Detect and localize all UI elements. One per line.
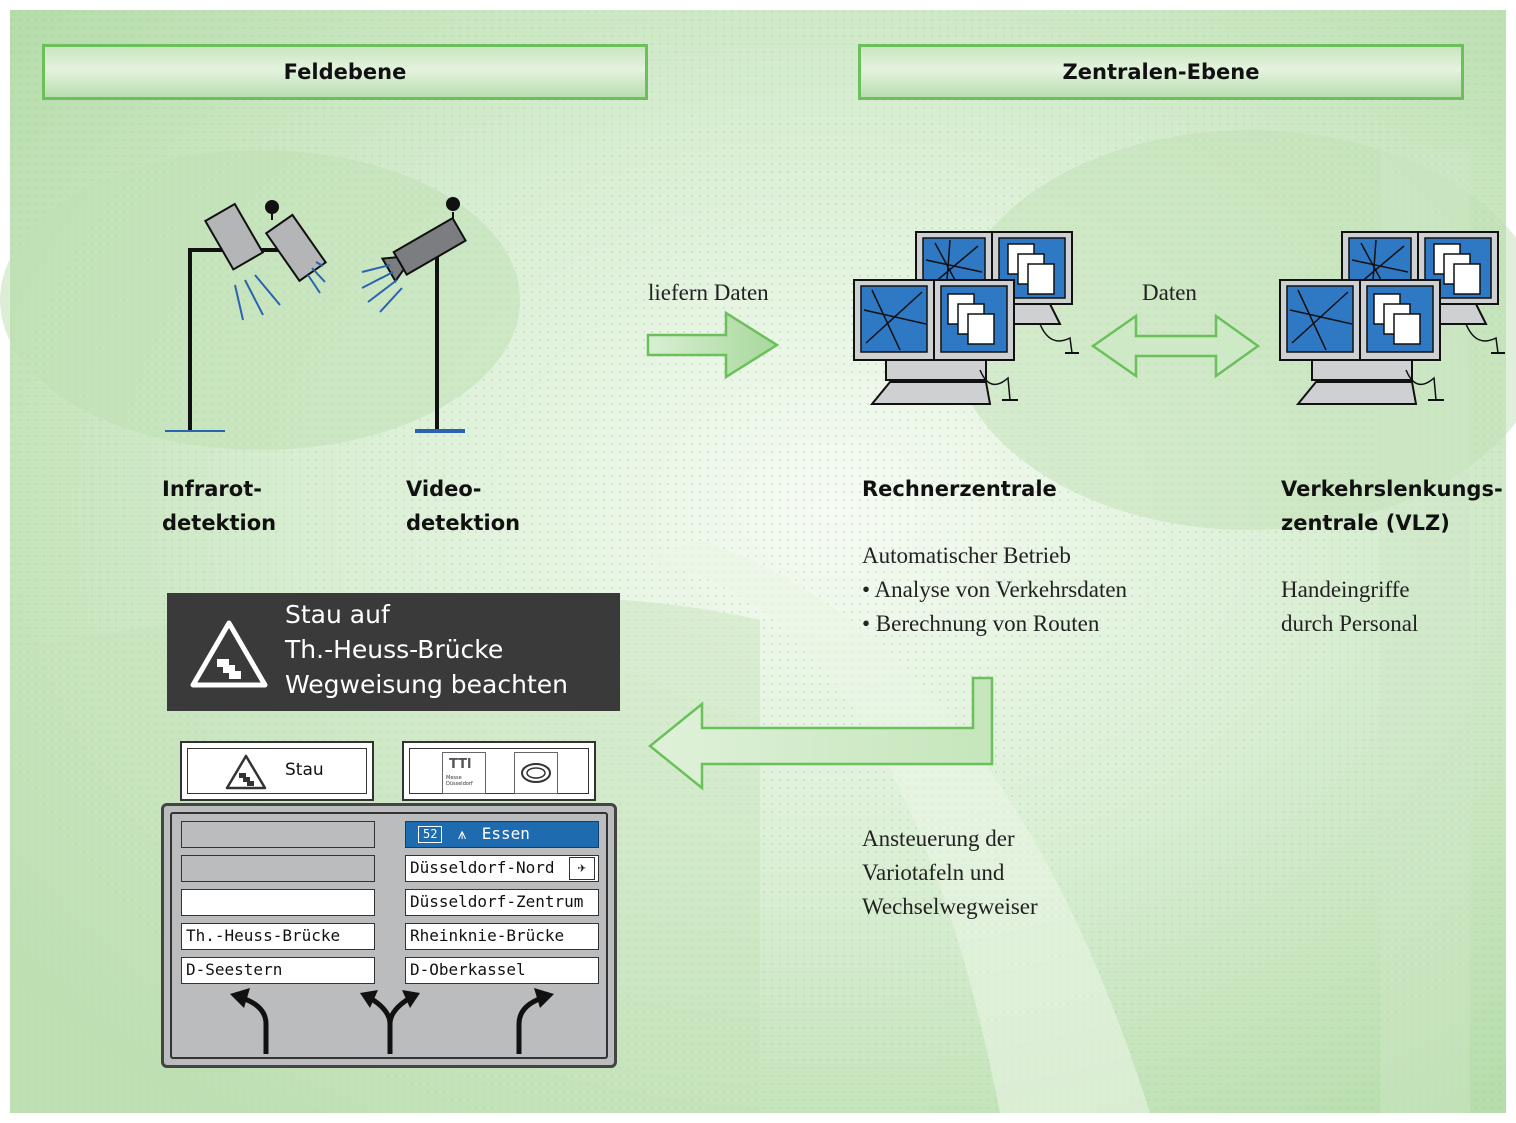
video-label: Video- detektion (406, 472, 520, 540)
vlz-line1: Handeingriffe (1281, 577, 1410, 602)
computer-center-description: Automatischer Betrieb • Analyse von Verk… (862, 539, 1127, 641)
control-line1: Ansteuerung der (862, 826, 1015, 851)
video-label-line1: Video- (406, 477, 482, 501)
jam-warning-icon (225, 754, 267, 790)
header-central-level-label: Zentralen-Ebene (1062, 60, 1260, 84)
destination-logo-sign: TTl Messe Düsseldorf (402, 741, 596, 801)
messe-logo-mark: TTl (449, 757, 472, 772)
guide-right-row-2: Düsseldorf-Nord ✈ (405, 855, 599, 882)
guide-left-row-3 (181, 889, 375, 916)
guide-right-row-4: Rheinknie-Brücke (405, 923, 599, 950)
supply-arrow (646, 310, 780, 380)
exchange-arrow (1090, 313, 1261, 379)
header-field-level: Feldebene (42, 44, 648, 100)
arrow-left-turn (241, 995, 269, 1054)
computer-center-title: Rechnerzentrale (862, 477, 1057, 501)
jam-warning-text: Stau (285, 760, 324, 780)
guide-right-row-3: Düsseldorf-Zentrum (405, 889, 599, 916)
detector-illustration (165, 197, 467, 433)
header-field-level-label: Feldebene (283, 60, 407, 84)
vlz-title-line1: Verkehrslenkungs- (1281, 477, 1503, 501)
guide-left-row-4: Th.-Heuss-Brücke (181, 923, 375, 950)
motorway-number-badge: 52 (418, 826, 443, 843)
stadium-logo (514, 752, 558, 794)
infrared-label-line2: detektion (162, 511, 277, 535)
dynamic-guide-sign: Th.-Heuss-Brücke D-Seestern 52 ⩚ Essen D… (161, 803, 617, 1068)
control-arrow (648, 676, 994, 791)
messe-logo-line1: Messe (446, 775, 462, 781)
computer-center-workstation-icon (853, 231, 1079, 405)
messe-logo-line2: Düsseldorf (446, 781, 473, 787)
guide-right-row-1: 52 ⩚ Essen (405, 821, 599, 848)
video-label-line2: detektion (406, 511, 521, 535)
vlz-description: Handeingriffe durch Personal (1281, 573, 1418, 641)
messe-logo-text: Messe Düsseldorf (446, 775, 473, 787)
vms-line1: Stau auf (285, 600, 390, 629)
control-line2: Variotafeln und (862, 860, 1005, 885)
vlz-line2: durch Personal (1281, 611, 1419, 636)
infrared-detector-icon (165, 200, 328, 432)
control-description: Ansteuerung der Variotafeln und Wechselw… (862, 822, 1038, 924)
vlz-workstation-icon (1279, 231, 1506, 405)
messe-logo: TTl Messe Düsseldorf (442, 752, 486, 794)
motorway-icon: ⩚ (457, 825, 467, 843)
vms-line2: Th.-Heuss-Brücke (285, 635, 504, 664)
infrared-label: Infrarot- detektion (162, 472, 276, 540)
direction-arrows (230, 988, 554, 1054)
supply-arrow-label: liefern Daten (648, 280, 769, 305)
control-line3: Wechselwegweiser (862, 894, 1038, 919)
infrared-label-line1: Infrarot- (162, 477, 262, 501)
variable-message-sign: Stau auf Th.-Heuss-Brücke Wegweisung bea… (167, 593, 620, 711)
stadium-icon (521, 763, 551, 783)
guide-right-row-1-label: Essen (481, 824, 530, 843)
guide-left-row-5: D-Seestern (181, 957, 375, 984)
traffic-jam-warning-icon (190, 620, 268, 688)
exchange-arrow-label: Daten (1142, 280, 1197, 305)
guide-right-row-2-label: Düsseldorf-Nord (410, 858, 555, 877)
jam-warning-sign: Stau (180, 741, 374, 801)
arrow-fork (368, 995, 412, 1054)
video-camera-icon (361, 197, 467, 433)
guide-left-row-1 (181, 821, 375, 848)
vlz-title-line2: zentrale (VLZ) (1281, 511, 1450, 535)
airport-icon: ✈ (569, 857, 595, 880)
guide-right-row-5: D-Oberkassel (405, 957, 599, 984)
computer-center-line3: • Berechnung von Routen (862, 611, 1100, 636)
header-central-level: Zentralen-Ebene (858, 44, 1464, 100)
arrow-right-turn (516, 995, 543, 1054)
guide-left-row-2 (181, 855, 375, 882)
vms-message: Stau auf Th.-Heuss-Brücke Wegweisung bea… (285, 597, 568, 702)
computer-center-line2: • Analyse von Verkehrsdaten (862, 577, 1128, 602)
computer-center-line1: Automatischer Betrieb (862, 543, 1071, 568)
vms-line3: Wegweisung beachten (285, 670, 568, 699)
vlz-title: Verkehrslenkungs- zentrale (VLZ) (1281, 472, 1503, 540)
